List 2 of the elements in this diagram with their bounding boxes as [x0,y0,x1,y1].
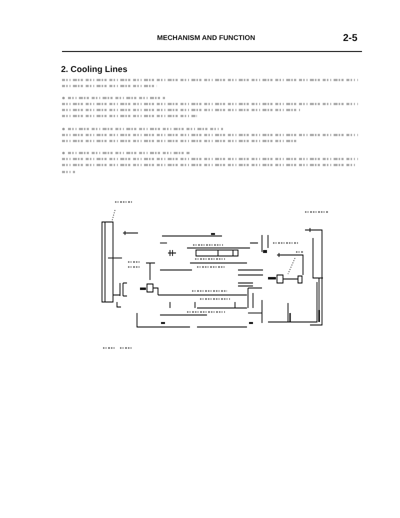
section-heading: 2. Cooling Lines [61,64,128,74]
page-number: 2-5 [343,33,358,45]
